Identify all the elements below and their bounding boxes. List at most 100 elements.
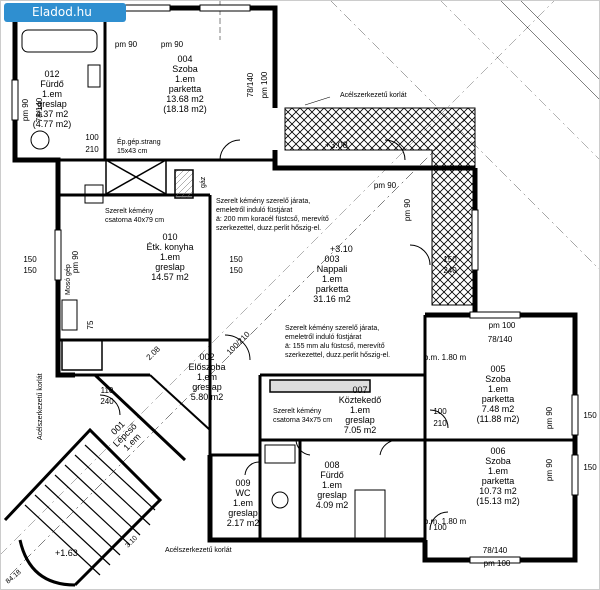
room-line: 1.em <box>175 74 195 84</box>
room-line: parketta <box>316 284 349 294</box>
d150-g: 150 <box>583 463 597 472</box>
pm100-b: pm 100 <box>489 321 516 330</box>
d240-a: 240 <box>443 266 457 275</box>
room-line: 007 <box>352 385 367 395</box>
railing-bottom-note: Acélszerkezetű korlát <box>165 547 232 554</box>
ducts <box>61 159 371 393</box>
duct1-size-note: csatorna 40x79 cm <box>105 217 164 224</box>
room-line: 005 <box>490 364 505 374</box>
room-line: 1.em <box>160 252 180 262</box>
d100-c: 100 <box>433 523 447 532</box>
dim-8418: 84.18 <box>5 569 23 586</box>
room-line: 7.05 m2 <box>344 425 377 435</box>
room-line: greslap <box>37 99 67 109</box>
room-line: greslap <box>192 382 222 392</box>
room-line: (18.18 m2) <box>163 104 207 114</box>
room-line: greslap <box>345 415 375 425</box>
room-line: parketta <box>169 84 202 94</box>
room-line: 2.17 m2 <box>227 518 260 528</box>
d210-b: 210 <box>433 419 447 428</box>
room-line: (4.77 m2) <box>33 119 72 129</box>
room-line: Szoba <box>485 456 511 466</box>
room-line: 14.57 m2 <box>151 272 189 282</box>
room-line: 7.48 m2 <box>482 404 515 414</box>
room-line: 5.80 m2 <box>191 392 224 402</box>
room-line: 010 <box>162 232 177 242</box>
svg-text:emeletről induló füstjárat: emeletről induló füstjárat <box>216 207 292 214</box>
windows <box>11 4 579 564</box>
doors <box>99 139 449 531</box>
room-line: 002 <box>199 352 214 362</box>
staircase <box>3 373 211 587</box>
pipe-note: Ép.gép.strang <box>117 137 161 146</box>
room-line: 13.68 m2 <box>166 94 204 104</box>
d150-f: 150 <box>583 411 597 420</box>
room-line: Fürdő <box>320 470 344 480</box>
room-line: (11.88 m2) <box>477 414 520 424</box>
room-line: WC <box>236 488 251 498</box>
svg-text:emeletről induló füstjárat: emeletről induló füstjárat <box>285 334 361 341</box>
railing-left-note: Acélszerkezetű korlát <box>37 373 44 440</box>
d100-a: 100 <box>85 133 99 142</box>
svg-text:ä: 155 mm alu füstcső, merevít: ä: 155 mm alu füstcső, merevítő <box>285 343 385 350</box>
terrace-hatch <box>284 107 476 306</box>
room-line: 1.em <box>322 480 342 490</box>
room-line: 1.em <box>233 498 253 508</box>
gas-label: gáz <box>200 176 207 188</box>
room-line: 4.37 m2 <box>36 109 69 119</box>
duct2-note: Szerelt kémény <box>273 408 322 415</box>
room-line: 1.em <box>488 466 508 476</box>
room-line: (15.13 m2) <box>476 496 520 506</box>
duct2-size-note: csatorna 34x75 cm <box>273 417 332 424</box>
meter-label: Mosó gép <box>65 264 72 295</box>
room-line: Köztekedő <box>339 395 382 405</box>
room-line: 10.73 m2 <box>479 486 517 496</box>
svg-text:szerkezettel, duzz.perlit hősz: szerkezettel, duzz.perlit hőszig-el. <box>216 225 321 232</box>
room-line: 1.em <box>42 89 62 99</box>
watermark-text: Eladod.hu <box>32 5 92 19</box>
d150-d: 150 <box>229 266 243 275</box>
room-line: 004 <box>177 54 192 64</box>
room-line: Előszoba <box>188 362 225 372</box>
room-line: 009 <box>235 478 250 488</box>
d150-e: 150 <box>443 255 457 264</box>
w78140-b: 78/140 <box>483 546 508 555</box>
room-line: Étk. konyha <box>146 242 193 252</box>
inner-walls <box>60 8 575 560</box>
w78140-d: 78/140 <box>35 97 44 122</box>
dim-310: 3.10 <box>124 535 139 550</box>
svg-text:ä: 200 mm koracél füstcső, mer: ä: 200 mm koracél füstcső, merevítő <box>216 216 329 223</box>
room-line: 1.em <box>322 274 342 284</box>
room-line: 1.em <box>488 384 508 394</box>
room-line: greslap <box>317 490 347 500</box>
chimney1-note: Szerelt kémény szerelő járata, emeletről… <box>216 198 329 232</box>
room-line: 1.em <box>197 372 217 382</box>
room-line: 008 <box>324 460 339 470</box>
pm100-c: pm 100 <box>484 559 511 568</box>
d110-a: 110 <box>101 386 114 395</box>
d150-b: 150 <box>23 266 37 275</box>
pipe-size-note: 15x43 cm <box>117 148 148 155</box>
d210-a: 210 <box>85 145 99 154</box>
pm90-a: pm 90 <box>115 40 138 49</box>
pm90-h: pm 90 <box>545 458 554 481</box>
d150-a: 150 <box>23 255 37 264</box>
fixtures <box>21 29 386 539</box>
bm180-b: b.m. 1.80 m <box>424 517 467 526</box>
room-line: greslap <box>228 508 258 518</box>
svg-text:Szerelt kémény szerelő járata,: Szerelt kémény szerelő járata, <box>285 325 379 332</box>
svg-text:szerkezettel, duzz.perlit hősz: szerkezettel, duzz.perlit hőszig-el. <box>285 352 390 359</box>
room-line: 006 <box>490 446 505 456</box>
room-line: greslap <box>155 262 185 272</box>
w78140-c: 78/140 <box>246 72 255 97</box>
level-308: +3.08 <box>325 140 348 150</box>
svg-text:Szerelt kémény szerelő járata,: Szerelt kémény szerelő járata, <box>216 198 310 205</box>
